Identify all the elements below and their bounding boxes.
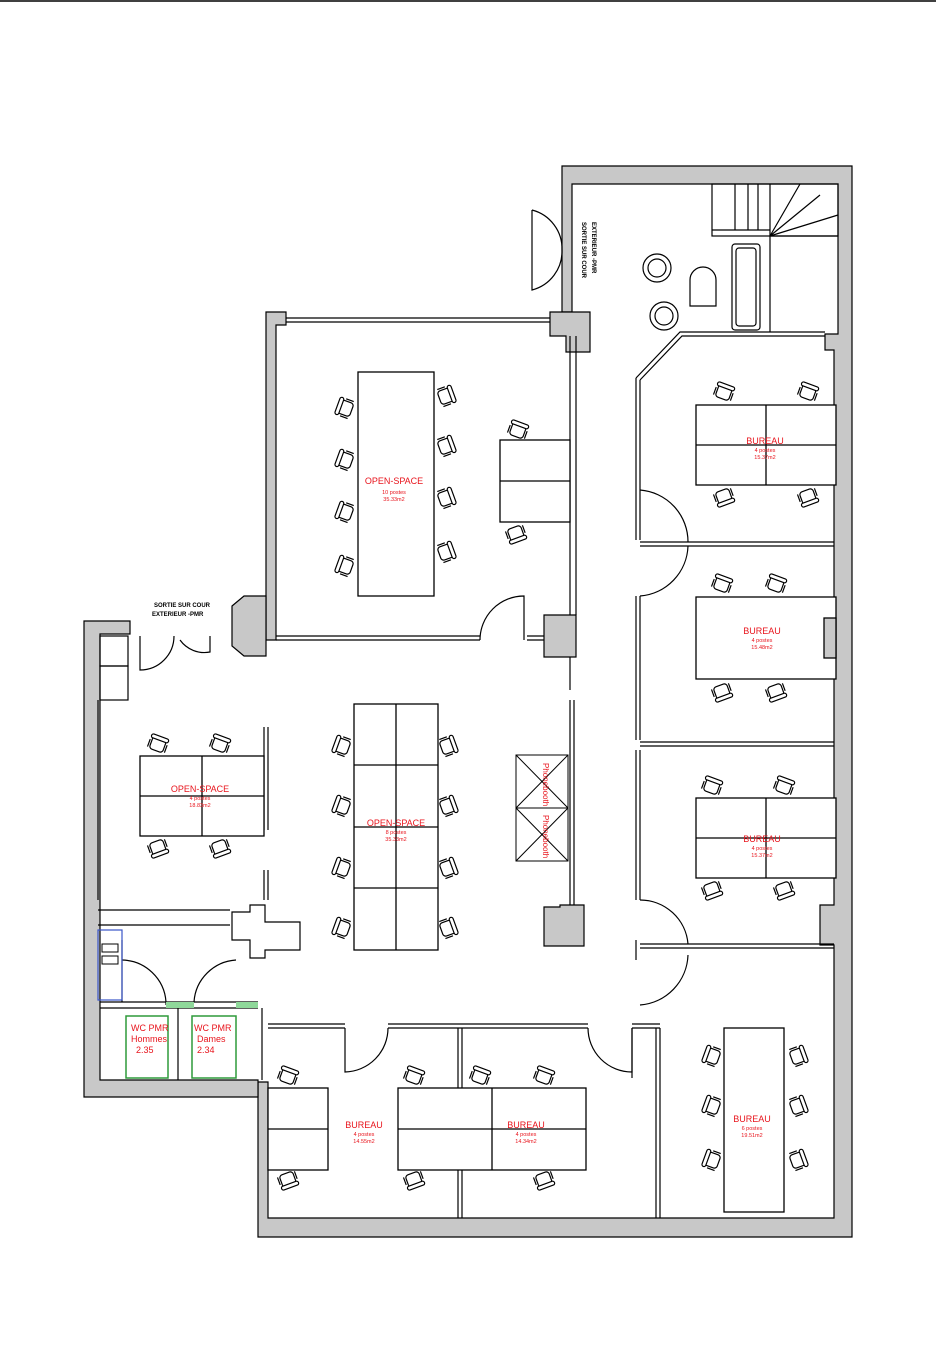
- chair: [772, 879, 796, 902]
- lounge: [642, 253, 717, 331]
- chair: [700, 1044, 723, 1068]
- chair: [333, 500, 356, 524]
- room-posts: 10 postes: [382, 490, 406, 496]
- wc-label: WC PMR: [131, 1023, 169, 1033]
- chair: [435, 540, 458, 564]
- room-area: 15.37m2: [754, 455, 775, 461]
- room-name: BUREAU: [345, 1120, 383, 1130]
- doors: [121, 209, 689, 1073]
- room-name: BUREAU: [507, 1120, 545, 1130]
- room-area: 14.34m2: [515, 1139, 536, 1145]
- room-name: BUREAU: [733, 1114, 771, 1124]
- outer-walls: [83, 165, 853, 1238]
- chair: [435, 434, 458, 458]
- room-name: BUREAU: [746, 436, 784, 446]
- chair: [402, 1064, 426, 1087]
- room-area: 14.55m2: [353, 1139, 374, 1145]
- chair: [796, 380, 820, 403]
- chair: [710, 681, 734, 704]
- chair: [208, 732, 232, 755]
- chair: [532, 1169, 556, 1192]
- chair: [787, 1044, 810, 1068]
- chair: [402, 1169, 426, 1192]
- phonebooths: [515, 754, 569, 862]
- room-area: 18.83m2: [189, 803, 210, 809]
- phonebooth-label: Phonebooth: [541, 763, 550, 806]
- room-area: 35.33m2: [385, 837, 406, 843]
- chair: [796, 486, 820, 509]
- chair: [276, 1169, 300, 1192]
- room-posts: 6 postes: [742, 1126, 763, 1132]
- room-labels: OPEN-SPACE 10 postes 35.33m2 OPEN-SPACE …: [171, 436, 784, 1145]
- chair: [772, 774, 796, 797]
- room-name: BUREAU: [743, 834, 781, 844]
- chair: [764, 681, 788, 704]
- wc-label: 2.35: [136, 1045, 154, 1055]
- chair: [276, 1064, 300, 1087]
- room-name: OPEN-SPACE: [365, 476, 423, 486]
- chair: [437, 734, 460, 758]
- tables: [139, 371, 837, 1213]
- chair: [330, 856, 353, 880]
- wc-label: WC PMR: [194, 1023, 232, 1033]
- room-posts: 4 postes: [752, 638, 773, 644]
- wc-labels: WC PMR Hommes 2.35 WC PMR Dames 2.34: [131, 1023, 232, 1055]
- chair: [208, 837, 232, 860]
- chair: [712, 380, 736, 403]
- wc-zone: [97, 929, 258, 1079]
- room-posts: 4 postes: [752, 846, 773, 852]
- chair: [532, 1064, 556, 1087]
- chair: [504, 523, 528, 546]
- chair: [468, 1064, 492, 1087]
- chair: [764, 572, 788, 595]
- chair: [700, 1148, 723, 1172]
- room-posts: 4 postes: [755, 448, 776, 454]
- chair: [146, 732, 170, 755]
- room-name: OPEN-SPACE: [171, 784, 229, 794]
- chair: [700, 774, 724, 797]
- chair: [330, 916, 353, 940]
- chair: [437, 794, 460, 818]
- chair: [787, 1148, 810, 1172]
- room-posts: 4 postes: [354, 1132, 375, 1138]
- room-posts: 4 postes: [190, 796, 211, 802]
- room-posts: 4 postes: [516, 1132, 537, 1138]
- chair: [333, 396, 356, 420]
- exit-label: SORTIE SUR COUR: [580, 222, 586, 279]
- wc-label: 2.34: [197, 1045, 215, 1055]
- exit-label: EXTERIEUR -PMR: [590, 222, 596, 274]
- chair: [506, 418, 530, 441]
- chair: [435, 384, 458, 408]
- chair: [330, 734, 353, 758]
- wc-label: Hommes: [131, 1034, 168, 1044]
- chair: [333, 448, 356, 472]
- chair: [437, 916, 460, 940]
- room-area: 35.33m2: [383, 497, 404, 503]
- room-name: OPEN-SPACE: [367, 818, 425, 828]
- chair: [700, 879, 724, 902]
- chair: [712, 486, 736, 509]
- room-area: 19.51m2: [741, 1133, 762, 1139]
- exit-label: SORTIE SUR COUR: [154, 603, 211, 609]
- chair: [700, 1094, 723, 1118]
- chair: [710, 572, 734, 595]
- room-name: BUREAU: [743, 626, 781, 636]
- room-posts: 8 postes: [386, 830, 407, 836]
- room-area: 15.48m2: [751, 645, 772, 651]
- chair: [146, 837, 170, 860]
- exit-label: EXTERIEUR -PMR: [152, 612, 204, 618]
- phonebooth-label: Phonebooth: [541, 815, 550, 858]
- wc-label: Dames: [197, 1034, 226, 1044]
- chair: [333, 554, 356, 578]
- chair: [437, 856, 460, 880]
- room-area: 15.37m2: [751, 853, 772, 859]
- chair: [787, 1094, 810, 1118]
- chair: [435, 486, 458, 510]
- chair: [330, 794, 353, 818]
